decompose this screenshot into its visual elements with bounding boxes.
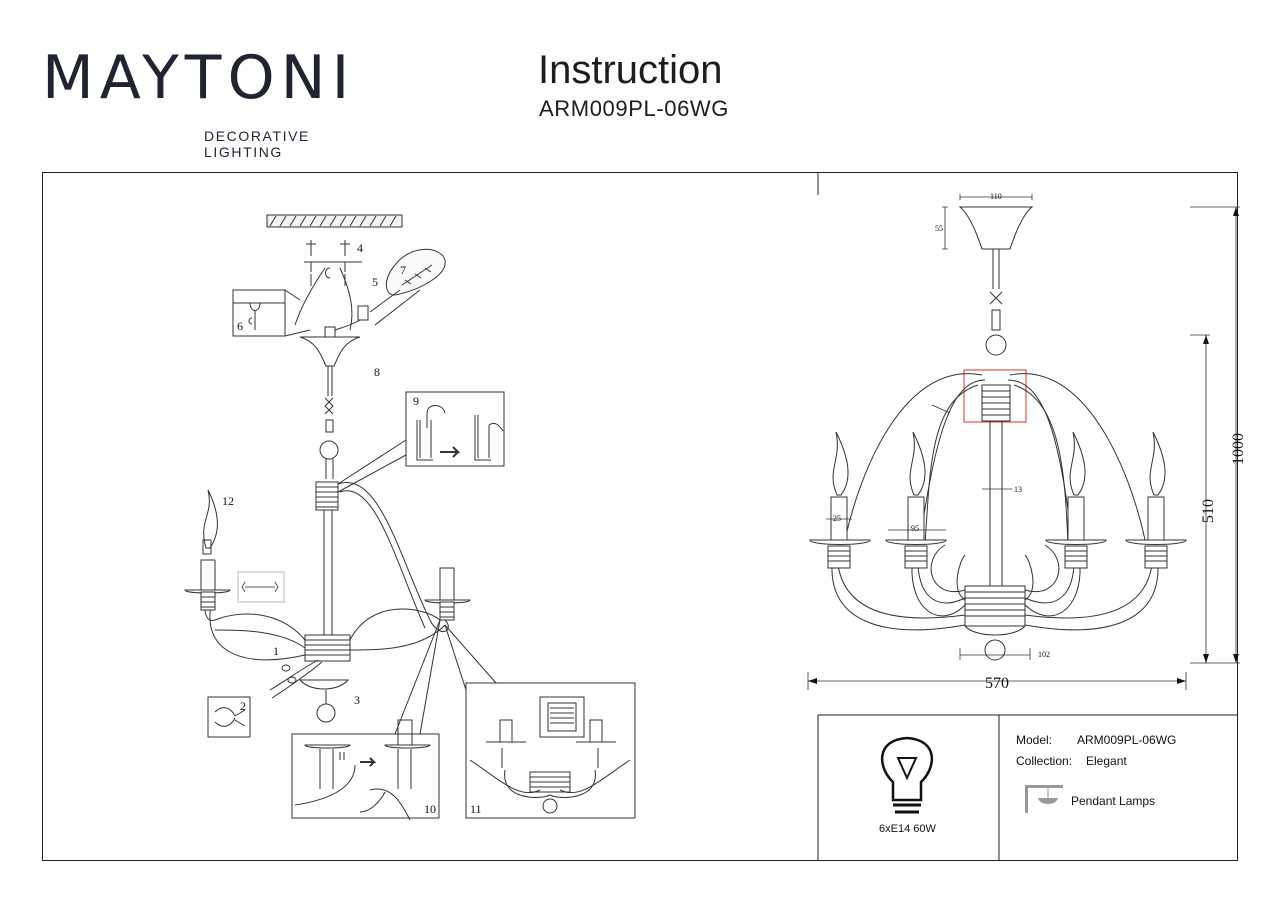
candle-outer-left [809, 431, 871, 569]
model-label: Model: [1016, 733, 1053, 747]
dimension-diagram [807, 194, 1240, 690]
pendant-icon [1025, 785, 1063, 813]
collection-label: Collection: [1016, 754, 1073, 768]
collection-value: Elegant [1086, 754, 1127, 768]
dim-candle-diameter: 25 [833, 514, 841, 523]
step-9-label: 9 [413, 394, 419, 408]
page-title: Instruction [538, 48, 723, 92]
step-11-label: 11 [470, 802, 482, 816]
article-number: ARM009PL-06WG [539, 96, 729, 121]
lamp-type: Pendant Lamps [1071, 794, 1156, 808]
step-6-label: 6 [237, 319, 243, 333]
step-4-label: 4 [357, 241, 363, 255]
dim-cup-diameter: 95 [911, 524, 919, 533]
bulb-icon [880, 736, 934, 814]
candle-outer-right [1125, 431, 1187, 569]
dim-rod-diameter: 13 [1014, 485, 1022, 494]
step-10-label: 10 [424, 802, 436, 816]
logo-tagline: DECORATIVE LIGHTING [204, 128, 310, 160]
bulb-spec: 6xE14 60W [879, 823, 936, 835]
candle-inner-right [1045, 431, 1107, 569]
dim-canopy-width: 110 [990, 192, 1002, 201]
candle-inner-left [885, 431, 947, 569]
ceiling-hatch [266, 214, 403, 228]
assembly-diagram [184, 214, 636, 821]
dim-width: 570 [985, 675, 1009, 692]
step-8-label: 8 [374, 365, 380, 379]
dim-height-total: 1000 [1230, 433, 1247, 465]
step-3-label: 3 [354, 693, 360, 707]
logo-wordmark: MAYTONI [42, 43, 356, 113]
step-12-label: 12 [222, 494, 234, 508]
step-5-label: 5 [372, 275, 378, 289]
step-1-label: 1 [273, 644, 279, 658]
instruction-frame [42, 172, 1238, 861]
step-7-label: 7 [400, 263, 406, 277]
dim-body-diameter: 102 [1038, 650, 1050, 659]
dim-height-body: 510 [1200, 499, 1217, 523]
model-value: ARM009PL-06WG [1077, 733, 1177, 747]
brand-logo: MAYTONI DECORATIVE LIGHTING [42, 43, 392, 160]
dim-canopy-height: 55 [935, 224, 943, 233]
step-2-label: 2 [240, 699, 246, 713]
